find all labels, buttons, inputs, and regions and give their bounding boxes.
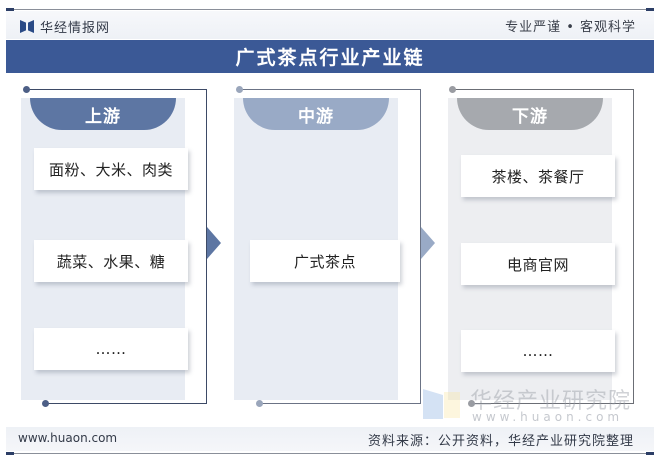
- footer-url: www.huaon.com: [18, 431, 118, 445]
- midstream-top-dot: [236, 86, 243, 93]
- bottom-rule-cap-left: [6, 452, 14, 455]
- upstream-column: 上游 面粉、大米、肉类 蔬菜、水果、糖 ……: [21, 98, 188, 400]
- downstream-column: 下游 茶楼、茶餐厅 电商官网 ……: [448, 98, 615, 400]
- downstream-item-2: 电商官网: [461, 243, 615, 285]
- downstream-bottom-dot: [468, 400, 475, 407]
- watermark-logo-shape: [444, 392, 460, 418]
- bottom-rule: [6, 453, 654, 454]
- upstream-header: 上游: [30, 98, 176, 130]
- footer-band: [6, 427, 654, 451]
- slogan: 专业严谨 • 客观科学: [505, 20, 636, 35]
- watermark-logo-shape: [423, 389, 443, 419]
- midstream-column: 中游 广式茶点: [234, 98, 400, 400]
- top-rule-cap-right: [646, 8, 654, 11]
- logo-icon: [20, 20, 34, 33]
- upstream-frame-bottom: [46, 403, 207, 404]
- downstream-header: 下游: [457, 98, 603, 130]
- midstream-frame-right: [420, 89, 421, 404]
- footer-source: 资料来源：公开资料，华经产业研究院整理: [367, 434, 634, 449]
- upstream-frame-top: [27, 89, 207, 90]
- downstream-label: 下游: [512, 106, 548, 127]
- title-bar: 广式茶点行业产业链: [6, 40, 654, 73]
- logo: 华经情报网: [20, 17, 110, 36]
- upstream-frame-right: [206, 89, 207, 404]
- upstream-label: 上游: [85, 106, 121, 127]
- watermark-url: www.huaon.com: [472, 410, 624, 424]
- downstream-frame-right: [633, 89, 634, 404]
- midstream-frame-bottom: [260, 403, 421, 404]
- upstream-item-2: 蔬菜、水果、糖: [34, 240, 188, 282]
- upstream-top-dot: [23, 86, 30, 93]
- header-band: [6, 11, 654, 39]
- downstream-frame-top: [453, 89, 634, 90]
- top-rule: [6, 9, 654, 10]
- midstream-label: 中游: [298, 106, 334, 127]
- downstream-item-3: ……: [461, 330, 615, 372]
- logo-text: 华经情报网: [40, 21, 111, 36]
- page-title: 广式茶点行业产业链: [235, 47, 425, 69]
- upstream-item-3: ……: [34, 328, 188, 370]
- bottom-rule-cap-right: [646, 452, 654, 455]
- midstream-item-1: 广式茶点: [250, 240, 400, 282]
- upstream-bottom-dot: [42, 400, 49, 407]
- downstream-frame-bottom: [472, 403, 634, 404]
- arrow-right-icon: [207, 227, 221, 259]
- top-rule-cap-left: [6, 8, 14, 11]
- midstream-header: 中游: [243, 98, 389, 130]
- downstream-top-dot: [449, 86, 456, 93]
- upstream-item-1: 面粉、大米、肉类: [34, 148, 188, 190]
- arrow-right-icon: [421, 227, 435, 259]
- midstream-frame-top: [240, 89, 421, 90]
- downstream-item-1: 茶楼、茶餐厅: [461, 155, 615, 197]
- midstream-bottom-dot: [256, 400, 263, 407]
- watermark-text: 华经产业研究院: [470, 389, 632, 414]
